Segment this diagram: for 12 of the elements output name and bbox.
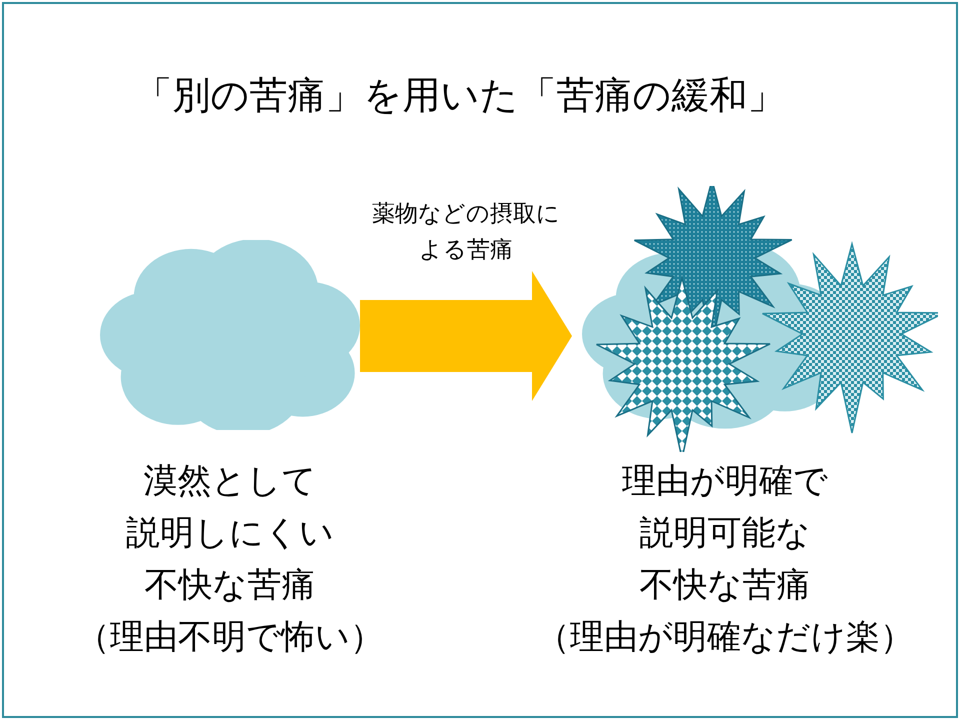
edge-label: 薬物などの摂取による苦痛 [370,200,561,265]
caption-text: 不快な苦痛 [144,564,316,607]
caption-text: 説明しにくい [125,512,335,555]
cloud-shape [100,240,360,430]
caption-text: 理由が明確で [621,460,829,503]
caption-text: 漠然として [142,460,318,503]
caption-text: 説明可能な [638,512,812,555]
caption-text: 不快な苦痛 [638,564,812,607]
caption-text: （理由が明確なだけ楽） [535,616,915,659]
block-arrow [360,271,572,401]
slide-title: 「別の苦痛」を用いた「苦痛の緩和」 [134,72,786,119]
caption-text: （理由不明で怖い） [75,616,385,659]
